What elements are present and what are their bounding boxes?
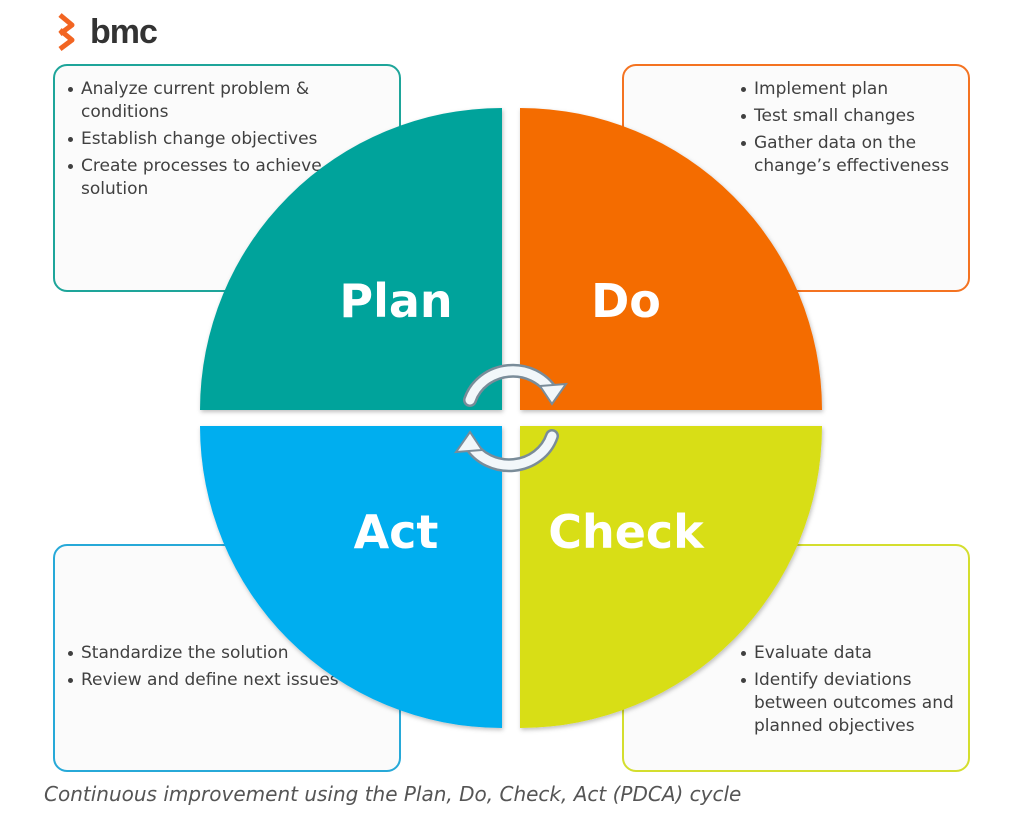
plan-bullet: Analyze current problem & conditions	[67, 78, 387, 124]
act-label: Act	[354, 505, 439, 559]
act-bullet: Review and define next issues	[67, 669, 387, 692]
diagram-caption: Continuous improvement using the Plan, D…	[44, 782, 742, 806]
circular-arrows-icon	[453, 363, 569, 473]
check-bullet: Identify deviations between outcomes and…	[740, 669, 956, 738]
bmc-logo: bmc	[56, 10, 158, 54]
plan-bullet: Create processes to achieve solution	[67, 155, 387, 201]
bmc-logo-text: bmc	[90, 12, 158, 51]
do-bullet: Implement plan	[740, 78, 956, 101]
plan-label: Plan	[339, 274, 452, 328]
do-bullet: Gather data on the change’s effectivenes…	[740, 132, 956, 178]
do-bullet: Test small changes	[740, 105, 956, 128]
plan-quadrant	[200, 108, 502, 410]
bmc-logo-icon	[58, 13, 75, 51]
plan-bullet: Establish change objectives	[67, 128, 387, 151]
do-label: Do	[591, 274, 661, 328]
check-quadrant	[520, 426, 822, 728]
check-label: Check	[548, 505, 705, 559]
check-bullet: Evaluate data	[740, 642, 956, 665]
act-quadrant	[200, 426, 502, 728]
do-quadrant	[520, 108, 822, 410]
plan-details-box: Analyze current problem & conditions Est…	[53, 64, 401, 292]
act-bullet: Standardize the solution	[67, 642, 387, 665]
